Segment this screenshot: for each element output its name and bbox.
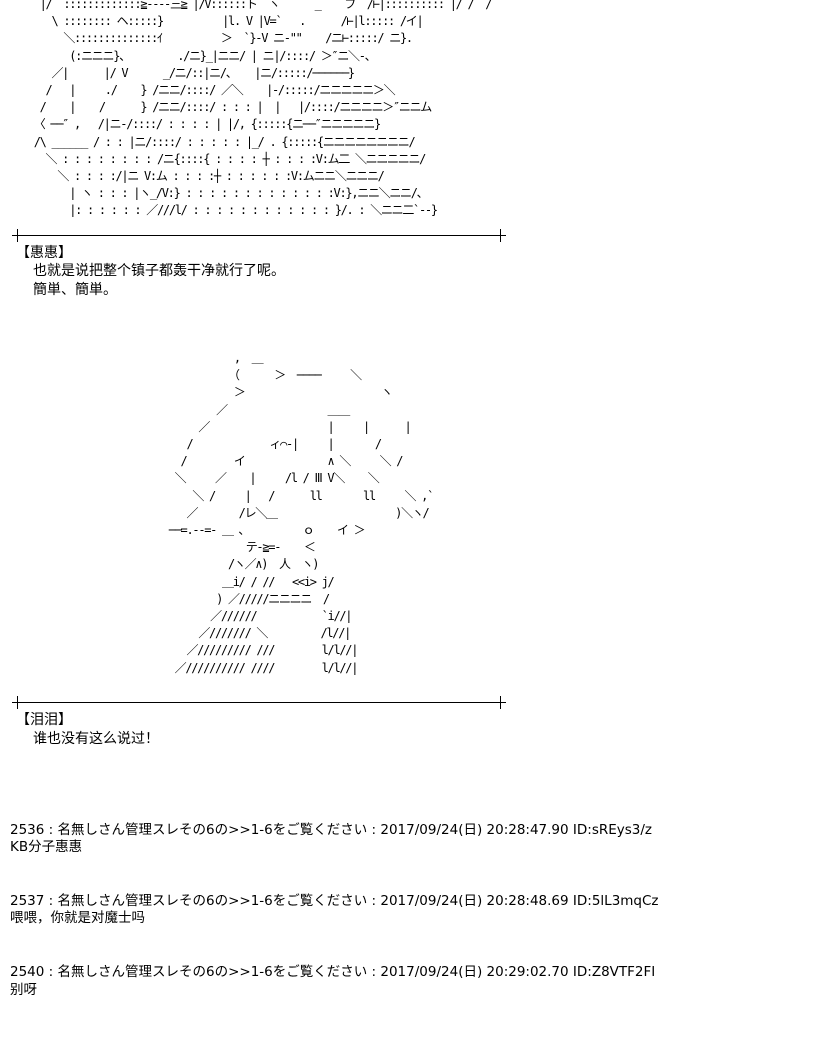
speaker-name: 【惠惠】: [16, 245, 72, 261]
dialogue-line: 谁也没有这么说过！: [33, 731, 159, 747]
post-body: 喂喂，你就是对魔士吗: [10, 910, 145, 926]
post-body: KB分子惠惠: [10, 839, 83, 855]
ascii-art-character: , ＿ （ ＞ ──── ＼ ＞ ヽ ／ ＿＿ ／ | | | / ィ⌒‐| |…: [168, 351, 435, 675]
post-header: 2537 : 名無しさん管理スレその6の>>1-6をご覧ください : 2017/…: [10, 893, 659, 909]
ascii-art-megumin: |/ :::::::::::::≧‐‐‐‐三≧ |/V::::::ト ヽ _ フ…: [33, 0, 493, 218]
post-header: 2536 : 名無しさん管理スレその6の>>1-6をご覧ください : 2017/…: [10, 822, 653, 838]
scene-divider: [12, 696, 506, 709]
post-body: 别呀: [10, 982, 37, 998]
scene-divider: [12, 229, 506, 242]
post-header: 2540 : 名無しさん管理スレその6の>>1-6をご覧ください : 2017/…: [10, 964, 656, 980]
dialogue-line: 簡単、簡単。: [33, 282, 117, 298]
speaker-name: 【泪泪】: [16, 712, 72, 728]
dialogue-line: 也就是说把整个镇子都轰干净就行了呢。: [33, 263, 285, 279]
